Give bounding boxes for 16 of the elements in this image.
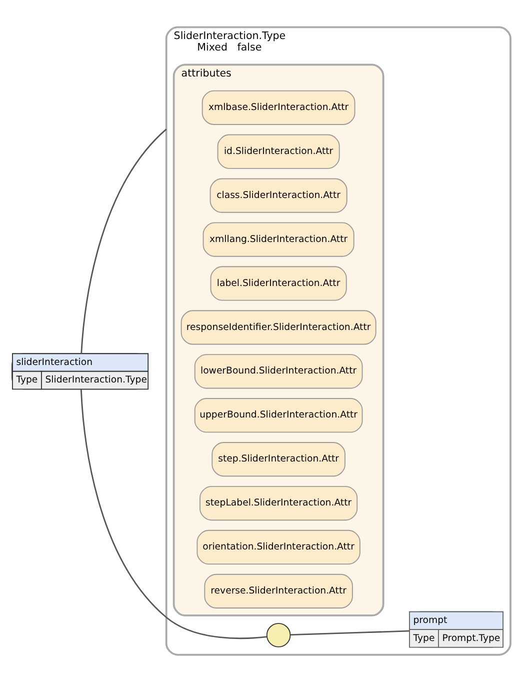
node-box: label.SliderInteraction.Attr (210, 266, 347, 301)
connector (80, 389, 267, 640)
node-circle (266, 622, 291, 648)
node-box: lowerBound.SliderInteraction.Attr (194, 354, 363, 389)
node-box: orientation.SliderInteraction.Attr (196, 530, 360, 565)
connector (290, 630, 410, 636)
node-box: reverse.SliderInteraction.Attr (204, 574, 353, 608)
node-box: step.SliderInteraction.Attr (212, 442, 346, 477)
node-box: id.SliderInteraction.Attr (217, 134, 340, 169)
node-box: upperBound.SliderInteraction.Attr (194, 398, 363, 433)
connector (80, 128, 167, 354)
node-box: class.SliderInteraction.Attr (210, 178, 348, 213)
node-box: stepLabel.SliderInteraction.Attr (200, 486, 358, 521)
node-box: responseIdentifier.SliderInteraction.Attr (180, 310, 376, 345)
node-box: xmlbase.SliderInteraction.Attr (202, 90, 356, 125)
node-box: xmllang.SliderInteraction.Attr (202, 222, 354, 257)
